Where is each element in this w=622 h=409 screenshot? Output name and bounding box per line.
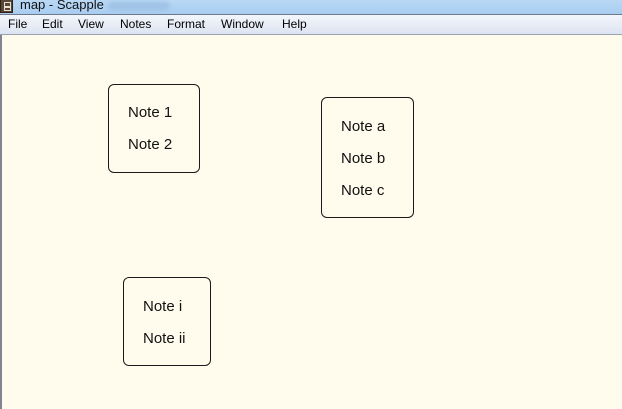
scapple-app-icon[interactable] xyxy=(0,0,13,13)
note-text[interactable]: Note ii xyxy=(143,330,186,347)
scapple-canvas[interactable]: Note 1 Note 2 Note a Note b Note c Note … xyxy=(0,35,622,409)
note-text[interactable]: Note i xyxy=(143,298,183,315)
note-text[interactable]: Note 1 xyxy=(128,104,173,121)
title-blurred-text xyxy=(108,2,170,10)
menu-file[interactable]: File xyxy=(8,17,28,31)
window-title: map - Scapple xyxy=(20,0,104,12)
menu-view[interactable]: View xyxy=(78,17,104,31)
note-text[interactable]: Note b xyxy=(341,150,386,167)
note-text[interactable]: Note a xyxy=(341,118,386,135)
note-text[interactable]: Note 2 xyxy=(128,136,173,153)
note-text[interactable]: Note c xyxy=(341,182,385,199)
menu-format[interactable]: Format xyxy=(167,17,206,31)
menu-edit[interactable]: Edit xyxy=(42,17,63,31)
menu-bar: File Edit View Notes Format Window Help xyxy=(0,14,622,35)
menu-help[interactable]: Help xyxy=(282,17,307,31)
menu-window[interactable]: Window xyxy=(221,17,264,31)
note-group-3[interactable]: Note i Note ii xyxy=(123,277,211,366)
note-group-1[interactable]: Note 1 Note 2 xyxy=(108,84,200,173)
menu-notes[interactable]: Notes xyxy=(120,17,152,31)
note-group-2[interactable]: Note a Note b Note c xyxy=(321,97,414,218)
title-bar[interactable]: map - Scapple xyxy=(0,0,622,14)
